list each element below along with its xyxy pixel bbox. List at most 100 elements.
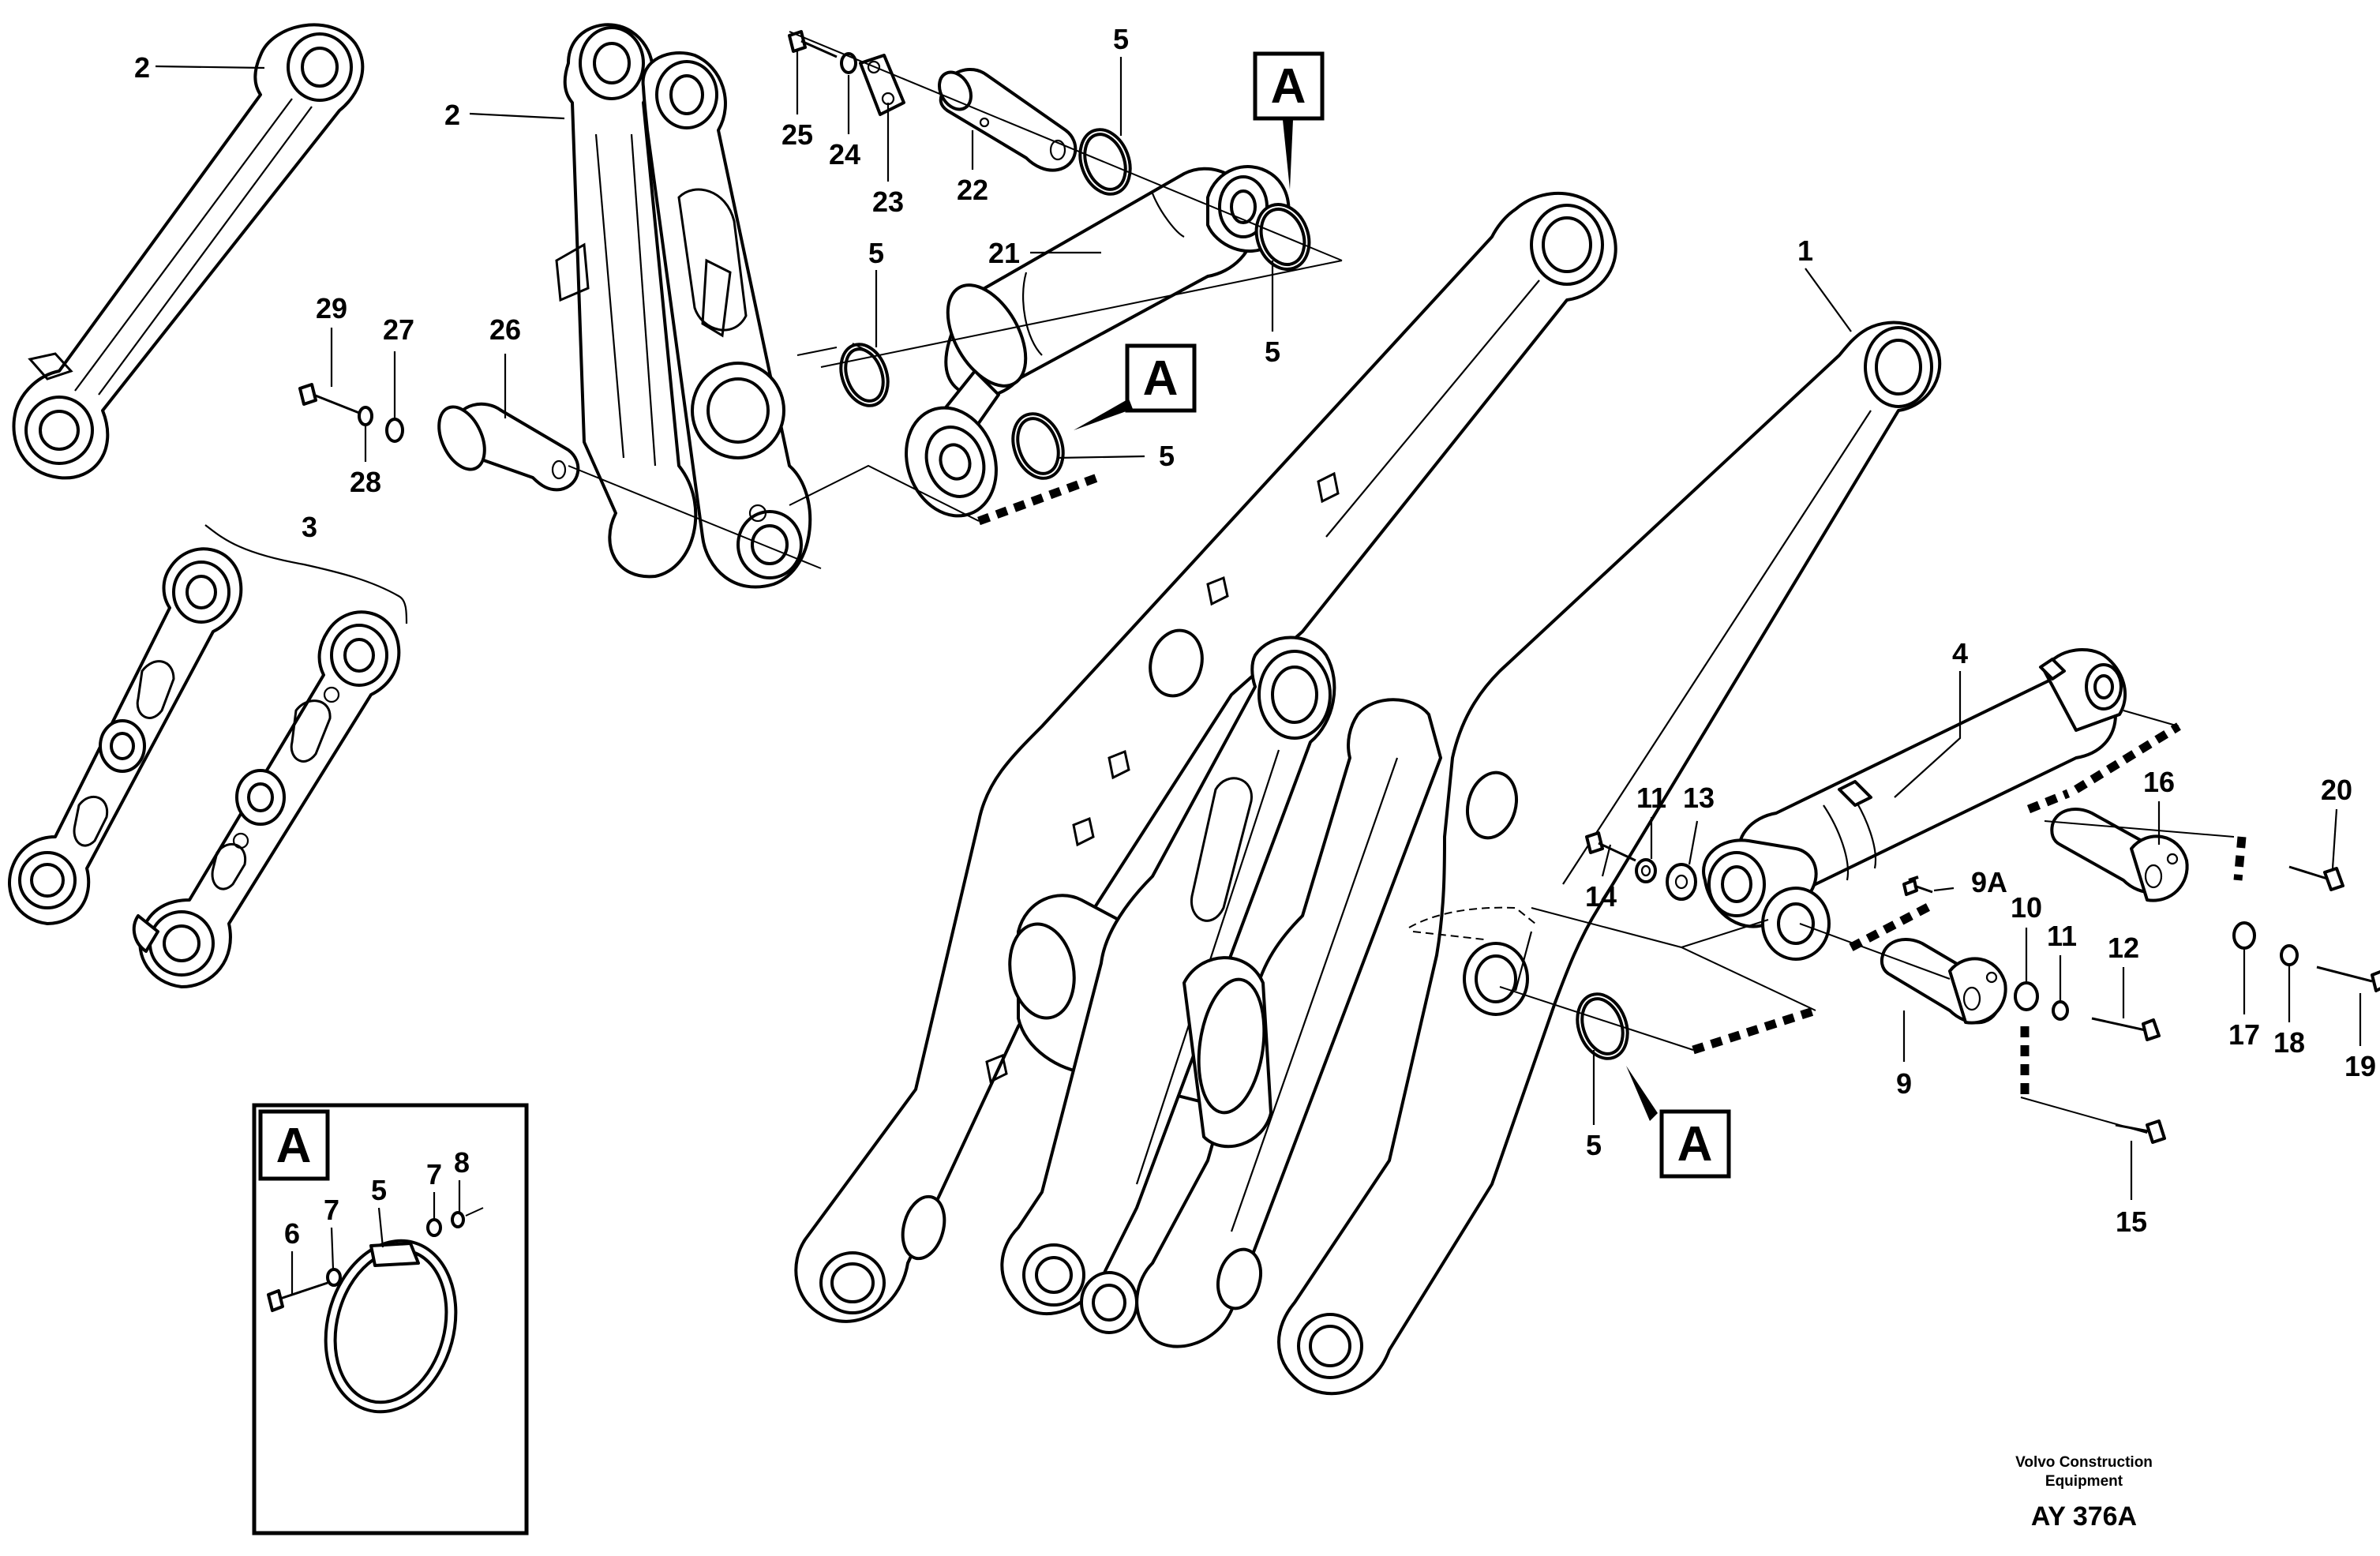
detail-marker-a1: [1253, 51, 1325, 121]
leader-4: [1894, 671, 1962, 798]
label-13: 13: [1683, 782, 1715, 814]
bolt-icon: [267, 1281, 328, 1312]
label-23: 23: [872, 186, 904, 218]
axis-line: [820, 260, 1343, 368]
bracket-3: [204, 524, 408, 624]
leader-inset-5: [377, 1207, 384, 1248]
axis-line: [1681, 919, 1769, 948]
label-19: 19: [2344, 1050, 2376, 1082]
inset-label-6: 6: [284, 1217, 300, 1250]
label-29: 29: [316, 292, 347, 324]
axis-line: [2123, 710, 2179, 727]
axis-line: [1499, 986, 1694, 1051]
washer-icon: [2052, 1000, 2069, 1021]
inset-label-8: 8: [454, 1146, 470, 1179]
marker-arrow: [1283, 120, 1293, 189]
lift-arm-icon: [794, 191, 1942, 1396]
washer-icon: [1635, 858, 1657, 883]
leader-inset-7a: [330, 1227, 335, 1270]
label-9: 9: [1896, 1067, 1912, 1100]
lock-plate-icon: [859, 54, 905, 116]
grease-nipple-icon: [2288, 865, 2344, 891]
label-9A: 9A: [1971, 866, 2007, 898]
snap-ring-icon: [839, 343, 890, 407]
bolt-icon: [298, 383, 360, 414]
axis-line: [2020, 1097, 2148, 1134]
credit-line-1: Volvo Construction: [2015, 1454, 2153, 1471]
detail-marker-a3: [1659, 1109, 1731, 1179]
label-21: 21: [988, 237, 1020, 269]
detail-marker-a2-label: A: [1143, 351, 1179, 406]
leader-20: [2331, 808, 2338, 869]
detail-inset-frame: [252, 1103, 529, 1535]
washer-icon: [2280, 944, 2299, 966]
label-15: 15: [2116, 1205, 2147, 1238]
pin-icon: [1880, 938, 2007, 1025]
washer-icon: [358, 406, 373, 426]
pin-icon: [938, 67, 1078, 172]
leader-1: [1805, 268, 1852, 332]
label-14: 14: [1585, 880, 1617, 913]
detail-marker-a1-label: A: [1271, 59, 1306, 114]
bolt-icon: [1902, 879, 1933, 896]
washer-icon: [451, 1211, 465, 1228]
bolt-icon: [2091, 1017, 2161, 1041]
leader-2a: [155, 65, 265, 69]
bolt-icon: [1585, 831, 1636, 862]
axis-line: [789, 464, 980, 522]
washer-icon: [1666, 863, 1697, 901]
label-2a: 2: [134, 51, 150, 84]
label-5a: 5: [1113, 23, 1129, 55]
hydraulic-cylinder-icon: [1702, 647, 2127, 961]
label-3: 3: [302, 511, 317, 543]
snap-ring-icon: [324, 1239, 458, 1414]
hidden-line: [1692, 1006, 1817, 1055]
axis-line: [568, 465, 822, 569]
label-1: 1: [1797, 234, 1813, 267]
hidden-line: [977, 473, 1099, 526]
drawing-code: AY 376A: [2031, 1502, 2137, 1532]
hidden-line: [2074, 722, 2181, 793]
link-rod-icon: [12, 23, 365, 480]
washer-icon: [2232, 921, 2256, 950]
bellcrank-icon: [555, 23, 812, 589]
hidden-line: [2026, 789, 2071, 814]
label-26: 26: [489, 313, 521, 346]
label-5d: 5: [1159, 440, 1175, 472]
inset-label-7a: 7: [324, 1194, 339, 1226]
label-10: 10: [2011, 891, 2042, 924]
phantom-line: [1408, 906, 1536, 928]
leader-5d: [1057, 455, 1145, 459]
marker-arrow: [1626, 1066, 1658, 1121]
axis-line: [2044, 820, 2235, 838]
hydraulic-cylinder-icon: [905, 165, 1291, 518]
label-27: 27: [383, 313, 414, 346]
grease-nipple-icon: [1908, 875, 1919, 882]
inset-label-5: 5: [371, 1174, 387, 1206]
snap-ring-icon: [1576, 992, 1629, 1060]
inset-label-7b: 7: [426, 1158, 442, 1190]
label-24: 24: [829, 138, 860, 171]
detail-marker-a3-label: A: [1677, 1117, 1713, 1172]
label-22: 22: [957, 174, 988, 206]
bolt-icon: [2316, 965, 2380, 992]
snap-ring-icon: [1011, 412, 1065, 480]
label-5c: 5: [868, 237, 884, 269]
label-4: 4: [1952, 637, 1968, 669]
label-28: 28: [350, 466, 381, 498]
link-pair-icon: [8, 547, 401, 988]
detail-marker-inset-label: A: [276, 1119, 312, 1173]
leader-14: [1601, 844, 1612, 877]
label-17: 17: [2228, 1018, 2260, 1051]
detail-marker-a2: [1125, 343, 1197, 413]
label-12: 12: [2108, 932, 2139, 964]
washer-icon: [385, 418, 404, 443]
label-11a: 11: [1636, 782, 1666, 814]
credit-line-2: Equipment: [2045, 1473, 2123, 1490]
label-5e: 5: [1586, 1129, 1602, 1161]
label-18: 18: [2273, 1026, 2305, 1059]
washer-icon: [426, 1218, 442, 1237]
leader-9A: [1933, 887, 1955, 892]
axis-line: [789, 31, 1343, 261]
